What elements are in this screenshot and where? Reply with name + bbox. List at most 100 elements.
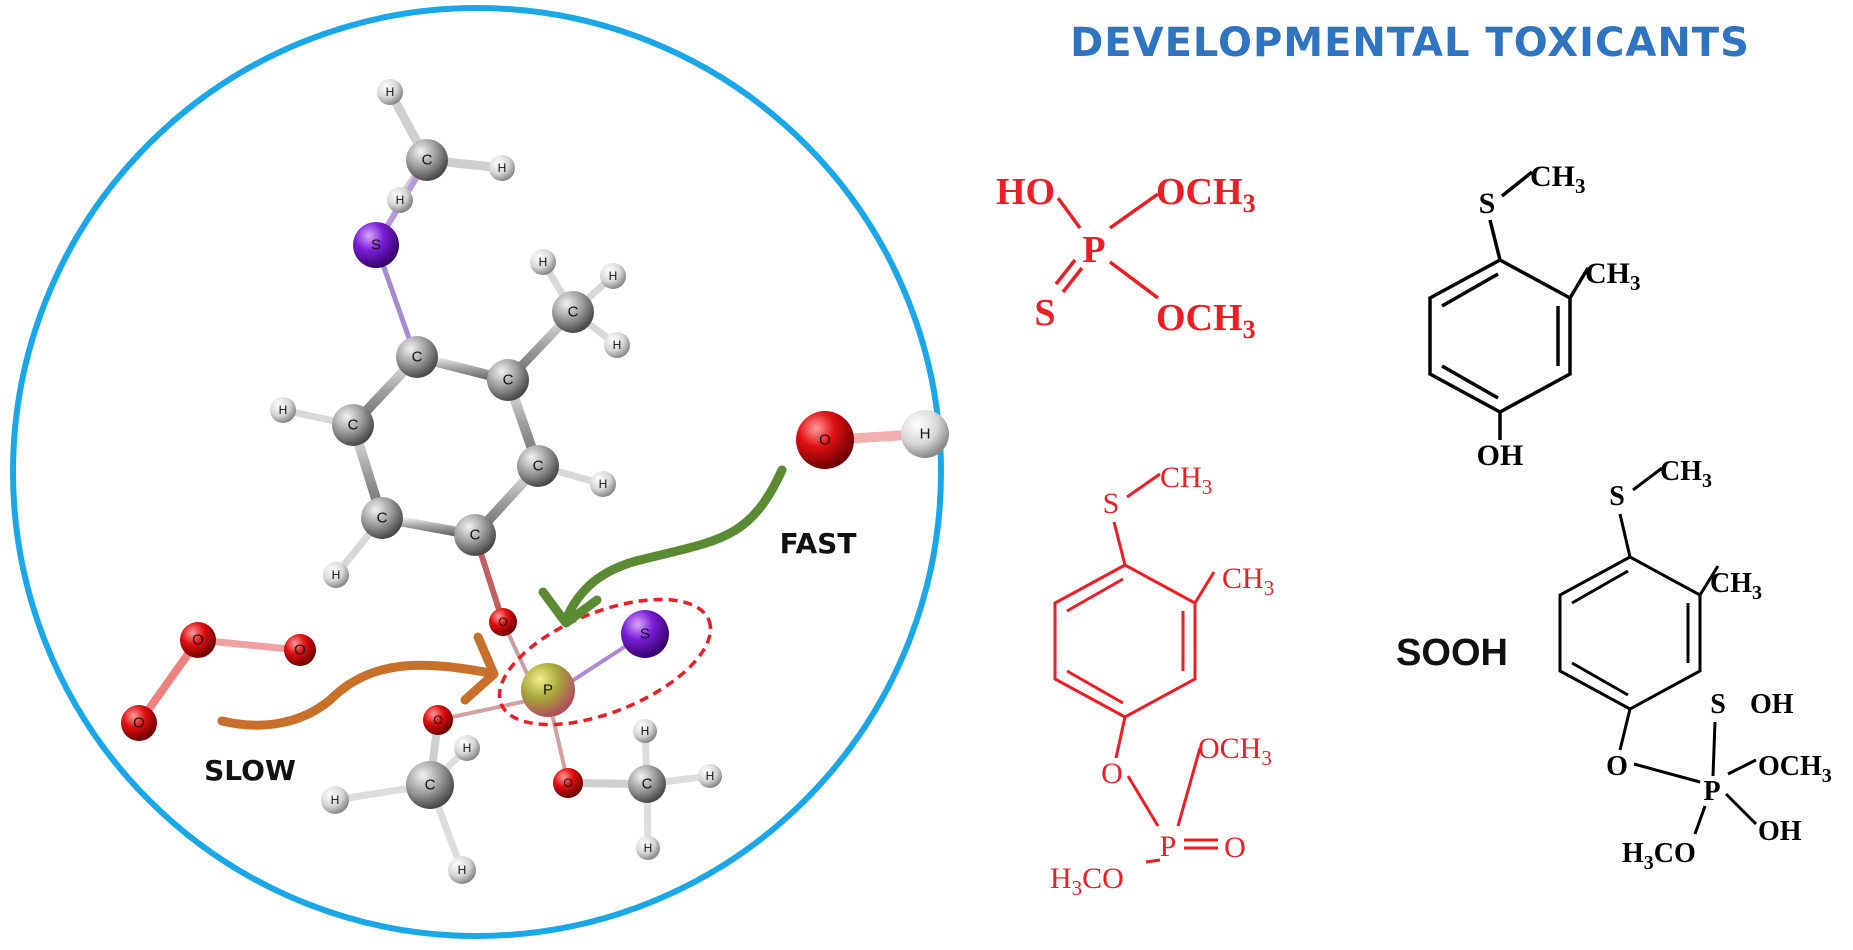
svg-text:S: S (1034, 292, 1055, 334)
svg-text:P: P (1703, 776, 1720, 807)
svg-text:H: H (706, 769, 715, 783)
svg-text:HO: HO (996, 171, 1055, 213)
atom-c: C (552, 291, 594, 333)
atom-c: C (454, 514, 496, 556)
slow-arrow (217, 660, 495, 730)
svg-text:C: C (425, 777, 436, 794)
svg-text:O: O (433, 713, 442, 727)
svg-text:H: H (386, 85, 395, 99)
atom-h: H (270, 397, 296, 423)
molecule-circle (10, 5, 944, 939)
molecule-atoms: H H H H H H H H H H H H H H H C C C C C … (121, 79, 949, 884)
structure-methylthiophenol: S CH3 CH3 OH (1428, 160, 1641, 472)
atom-c: C (517, 445, 559, 487)
svg-text:OH: OH (1758, 816, 1802, 847)
svg-text:S: S (1710, 689, 1726, 720)
svg-text:H: H (279, 403, 288, 417)
fast-arrowhead (538, 587, 602, 628)
atom-o: O (180, 622, 216, 658)
atom-h: H (454, 735, 480, 761)
svg-text:OCH3: OCH3 (1198, 732, 1272, 770)
svg-text:C: C (377, 510, 388, 527)
structure-sooh-adduct: S CH3 CH3 O S OH OCH3 P OH H3CO (1558, 456, 1832, 874)
svg-text:H: H (599, 477, 608, 491)
atom-h: H (489, 155, 515, 181)
atom-o: O (284, 634, 316, 666)
slow-arrowhead (460, 632, 499, 705)
svg-text:P: P (1082, 229, 1105, 271)
svg-text:S: S (371, 237, 381, 254)
svg-text:OH: OH (1750, 689, 1794, 720)
svg-text:H: H (644, 841, 653, 855)
atom-h: H (530, 249, 556, 275)
svg-text:P: P (1160, 830, 1177, 863)
svg-text:H3CO: H3CO (1050, 862, 1124, 900)
svg-text:H: H (458, 863, 467, 877)
atom-h: H (448, 856, 476, 884)
atom-p: P (521, 663, 575, 717)
svg-text:OCH3: OCH3 (1758, 751, 1832, 787)
atom-h: H (590, 471, 616, 497)
atom-c: C (406, 761, 454, 809)
atom-o: O (553, 768, 583, 798)
svg-text:O: O (1224, 831, 1246, 864)
atom-c: C (406, 139, 448, 181)
sooh-label: SOOH (1396, 632, 1508, 674)
svg-text:OCH3: OCH3 (1156, 171, 1256, 218)
atom-h: H (377, 79, 403, 105)
reactive-site-ellipse (497, 597, 713, 727)
svg-text:CH3: CH3 (1585, 257, 1641, 295)
atom-h: H (901, 410, 949, 458)
svg-text:O: O (133, 715, 145, 732)
svg-text:H: H (609, 269, 618, 283)
svg-text:C: C (470, 527, 481, 544)
svg-text:O: O (192, 632, 204, 649)
svg-text:H: H (396, 193, 405, 207)
atom-c: C (332, 404, 374, 446)
atom-o: O (489, 608, 517, 636)
svg-text:C: C (568, 304, 579, 321)
svg-text:C: C (348, 417, 359, 434)
atom-h: H (323, 562, 349, 588)
fast-label: FAST (780, 527, 857, 560)
svg-text:C: C (642, 776, 653, 793)
svg-text:H: H (498, 161, 507, 175)
atom-c: C (628, 765, 666, 803)
svg-text:OCH3: OCH3 (1156, 297, 1256, 344)
svg-text:O: O (1606, 751, 1628, 782)
structure-oxon: S CH3 CH3 O OCH3 P O H3CO (1050, 461, 1274, 900)
atom-h: H (388, 188, 412, 212)
svg-text:H: H (539, 255, 548, 269)
atom-c: C (361, 497, 403, 539)
atom-o: O (796, 411, 854, 469)
atom-h: H (321, 786, 349, 814)
atom-h: H (698, 764, 722, 788)
atom-c: C (487, 359, 529, 401)
svg-text:S: S (1609, 481, 1625, 512)
svg-text:C: C (422, 152, 433, 169)
svg-text:H: H (641, 724, 650, 738)
svg-text:H: H (332, 568, 341, 582)
diagram-title: DEVELOPMENTAL TOXICANTS (1070, 20, 1750, 66)
svg-text:O: O (294, 642, 306, 659)
svg-text:CH3: CH3 (1222, 562, 1274, 600)
atom-c: C (396, 336, 438, 378)
svg-text:H: H (463, 741, 472, 755)
svg-text:S: S (1479, 187, 1496, 220)
svg-text:O: O (498, 615, 507, 629)
svg-text:CH3: CH3 (1530, 160, 1586, 198)
svg-text:C: C (412, 349, 423, 366)
atom-h: H (636, 836, 660, 860)
svg-text:CH3: CH3 (1710, 568, 1762, 604)
atom-h: H (600, 263, 626, 289)
svg-text:S: S (640, 626, 650, 643)
atom-o: O (121, 705, 157, 741)
fast-arrow (563, 465, 787, 620)
slow-label: SLOW (204, 754, 296, 787)
atom-s: S (621, 610, 669, 658)
atom-s: S (353, 222, 399, 268)
svg-text:H: H (331, 793, 340, 807)
atom-o: O (423, 705, 453, 735)
